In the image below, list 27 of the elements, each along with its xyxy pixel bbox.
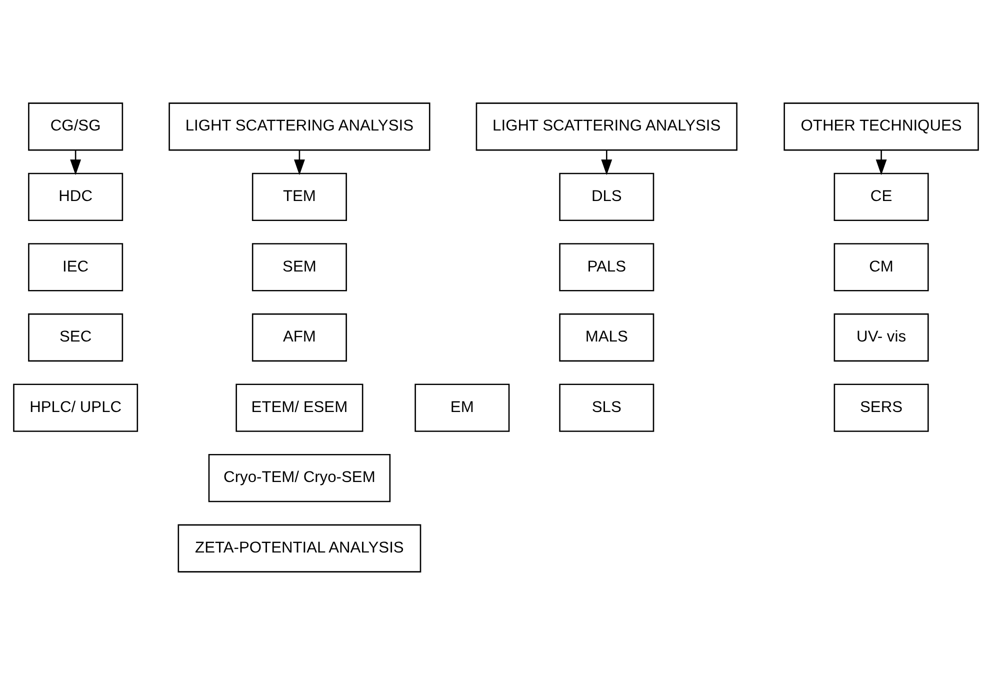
node-box: ETEM/ ESEM [236,384,364,432]
arrow [70,150,82,176]
node-box: ZETA-POTENTIAL ANALYSIS [178,524,422,572]
node-box: SERS [834,384,929,432]
node-box: UV- vis [834,313,929,362]
node-box: SEC [28,313,124,362]
node-box: HPLC/ UPLC [13,384,138,432]
arrow [876,150,887,176]
node-box: SEM [252,243,347,292]
node-box: HDC [28,172,124,221]
node-box: CM [834,243,929,292]
node-box: PALS [559,243,654,292]
node-box: CG/SG [28,102,124,151]
node-box: MALS [559,313,654,362]
node-box: SLS [559,384,654,432]
node-box: DLS [559,172,654,221]
node-box: IEC [28,243,124,292]
node-box: Cryo-TEM/ Cryo-SEM [208,454,391,502]
arrow [601,150,612,176]
arrow [294,150,305,176]
node-box: OTHER TECHNIQUES [784,102,979,151]
node-box: TEM [252,172,347,221]
node-box: AFM [252,313,347,362]
node-box: CE [834,172,929,221]
node-box: EM [414,384,510,432]
node-box: LIGHT SCATTERING ANALYSIS [168,102,430,151]
node-box: LIGHT SCATTERING ANALYSIS [476,102,738,151]
